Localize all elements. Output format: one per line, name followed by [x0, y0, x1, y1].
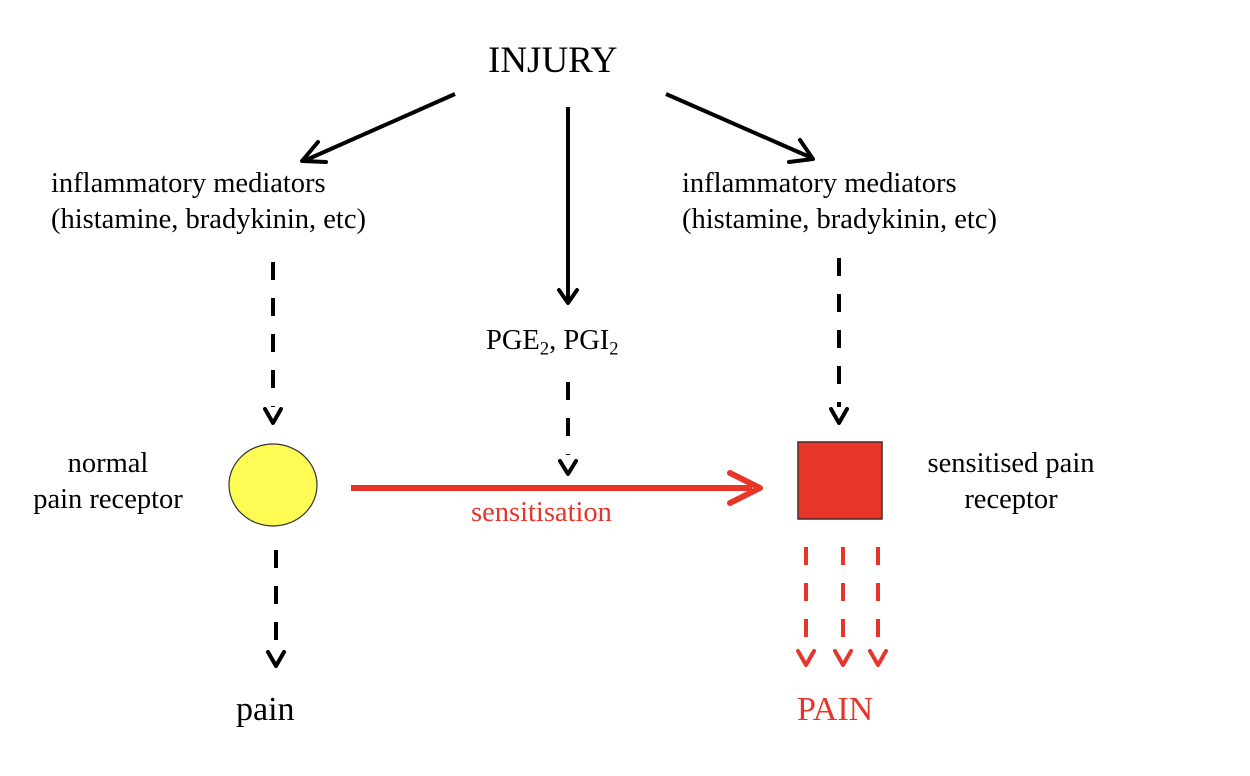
sensitisation-arrow: [351, 470, 763, 506]
dashed-arrow-normal-receptor-to-pain: [266, 550, 286, 668]
dashed-arrow-right-mediators-to-sensitised-receptor: [829, 258, 849, 425]
arrow-injury-to-left-mediators: [300, 92, 456, 164]
normal-receptor-line1: normal: [67, 448, 149, 479]
prostaglandins-separator: ,: [549, 325, 564, 356]
sensitised-receptor-line1: sensitised pain: [927, 448, 1095, 479]
right-mediators-line2: (histamine, bradykinin, etc): [682, 204, 997, 235]
sensitised-pain-receptor-shape: [797, 441, 883, 520]
left-mediators-line2: (histamine, bradykinin, etc): [51, 204, 366, 235]
sensitised-receptor-label: sensitised pain receptor: [907, 446, 1115, 518]
pge-subscript: 2: [539, 338, 550, 360]
normal-pain-receptor-shape: [228, 443, 318, 527]
injury-title: INJURY: [488, 40, 618, 81]
left-mediators-line1: inflammatory mediators: [51, 168, 326, 199]
normal-receptor-line2: pain receptor: [33, 484, 183, 515]
pain-sensitised-outcome-label: PAIN: [797, 691, 874, 728]
right-mediators-label: inflammatory mediators (histamine, brady…: [682, 166, 997, 238]
left-mediators-label: inflammatory mediators (histamine, brady…: [51, 166, 366, 238]
dashed-arrow-prostaglandins-to-sensitisation: [558, 382, 578, 476]
pain-outcome-label: pain: [236, 691, 295, 728]
sensitisation-label: sensitisation: [471, 497, 612, 528]
normal-receptor-label: normal pain receptor: [10, 446, 206, 518]
dashed-arrows-sensitised-receptor-to-pain: [796, 547, 888, 667]
dashed-arrow-left-mediators-to-normal-receptor: [263, 262, 283, 425]
arrow-injury-to-right-mediators: [665, 92, 815, 164]
right-mediators-line1: inflammatory mediators: [682, 168, 957, 199]
sensitised-receptor-line2: receptor: [964, 484, 1058, 515]
pgi-label: PGI: [563, 325, 610, 356]
prostaglandins-label: PGE2, PGI2: [486, 325, 619, 358]
pge-label: PGE: [486, 325, 540, 356]
arrow-injury-to-prostaglandins: [557, 107, 579, 305]
pgi-subscript: 2: [609, 338, 619, 360]
